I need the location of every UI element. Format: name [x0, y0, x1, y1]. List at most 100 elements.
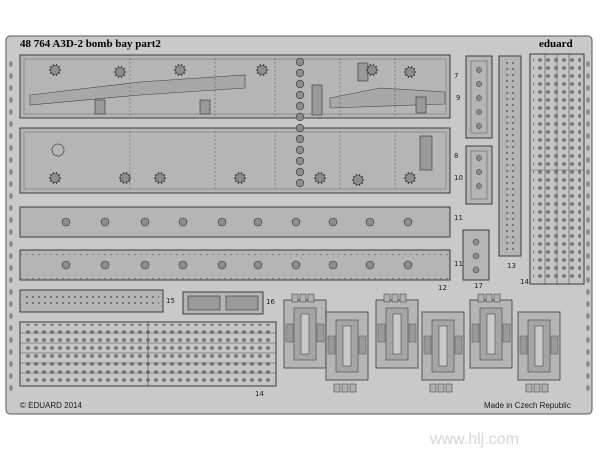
small-part-18 — [525, 383, 549, 393]
hole — [295, 156, 305, 166]
hole — [472, 252, 480, 260]
gear-icon — [351, 173, 365, 187]
hole — [295, 90, 305, 100]
part-11-strip-upper — [19, 206, 451, 238]
hole — [217, 217, 227, 227]
edge-tab — [9, 121, 13, 127]
part-16-pair — [182, 291, 264, 315]
part-label-16: 16 — [266, 298, 275, 306]
edge-tab — [586, 385, 590, 391]
edge-tab — [586, 169, 590, 175]
hole — [217, 260, 227, 270]
edge-tab — [586, 313, 590, 319]
hole — [253, 217, 263, 227]
hole — [295, 112, 305, 122]
hole — [476, 155, 482, 161]
edge-tab — [9, 265, 13, 271]
hole — [295, 178, 305, 188]
hole — [476, 169, 482, 175]
hole — [295, 101, 305, 111]
brand-label: eduard — [539, 38, 573, 50]
hole — [253, 260, 263, 270]
edge-tab — [586, 205, 590, 211]
part-label-8: 8 — [454, 152, 458, 160]
hole — [295, 123, 305, 133]
hole — [295, 68, 305, 78]
edge-tab — [586, 241, 590, 247]
gear-icon — [48, 171, 62, 185]
gear-icon — [365, 63, 379, 77]
hole — [61, 260, 71, 270]
side-holes — [472, 67, 482, 274]
edge-tab — [586, 277, 590, 283]
gear-icon — [255, 63, 269, 77]
edge-tab — [9, 205, 13, 211]
part-label-9: 9 — [456, 94, 460, 102]
hole — [291, 260, 301, 270]
gear-icon — [48, 63, 62, 77]
part-label-14-right: 14 — [520, 278, 529, 286]
edge-tab — [9, 301, 13, 307]
center-hole-column — [295, 57, 305, 188]
edge-tab — [586, 121, 590, 127]
hole — [61, 217, 71, 227]
edge-tab — [9, 289, 13, 295]
edge-tab — [9, 169, 13, 175]
bracket-part-19 — [325, 311, 369, 381]
edge-tab — [9, 217, 13, 223]
edge-tab — [9, 229, 13, 235]
edge-tab — [586, 229, 590, 235]
edge-tab — [9, 181, 13, 187]
small-part-18 — [383, 293, 407, 303]
hole — [100, 260, 110, 270]
part-label-15: 15 — [166, 297, 175, 305]
hole — [100, 217, 110, 227]
edge-tab — [9, 61, 13, 67]
gear-holes — [48, 63, 417, 187]
part-14-rivet-rows — [19, 321, 277, 387]
small-part-18 — [429, 383, 453, 393]
part-11-strip-lower — [19, 249, 451, 281]
edge-tab — [9, 325, 13, 331]
part-label-7: 7 — [454, 72, 458, 80]
hole — [178, 260, 188, 270]
edge-tab — [586, 157, 590, 163]
edge-tab — [586, 133, 590, 139]
part-10-bracket — [465, 145, 493, 205]
hole — [476, 123, 482, 129]
edge-tab — [9, 313, 13, 319]
part-14-rivet-columns — [529, 53, 585, 285]
edge-tab — [9, 373, 13, 379]
origin-label: Made in Czech Republic — [484, 401, 571, 410]
edge-tab — [9, 241, 13, 247]
hole — [365, 260, 375, 270]
fret-title: 48 764 A3D-2 bomb bay part2 — [20, 38, 161, 50]
hole — [178, 217, 188, 227]
edge-tab — [9, 145, 13, 151]
gear-icon — [118, 171, 132, 185]
edge-tab — [9, 277, 13, 283]
hole — [403, 260, 413, 270]
edge-tab — [9, 133, 13, 139]
edge-tab — [586, 289, 590, 295]
part-13-rail — [498, 55, 522, 257]
hole — [295, 134, 305, 144]
edge-tab — [586, 73, 590, 79]
hole — [295, 167, 305, 177]
hole — [291, 217, 301, 227]
small-part-18 — [333, 383, 357, 393]
part-label-13: 13 — [507, 262, 516, 270]
edge-tab — [9, 349, 13, 355]
part-7-bay-panel — [19, 54, 451, 119]
hole — [140, 217, 150, 227]
part-label-12: 12 — [438, 284, 447, 292]
part-label-17: 17 — [474, 282, 483, 290]
edge-tab — [586, 85, 590, 91]
small-part-18 — [477, 293, 501, 303]
fret-edge-tabs — [9, 61, 590, 391]
edge-tab — [586, 373, 590, 379]
edge-tab — [9, 385, 13, 391]
hole — [476, 183, 482, 189]
